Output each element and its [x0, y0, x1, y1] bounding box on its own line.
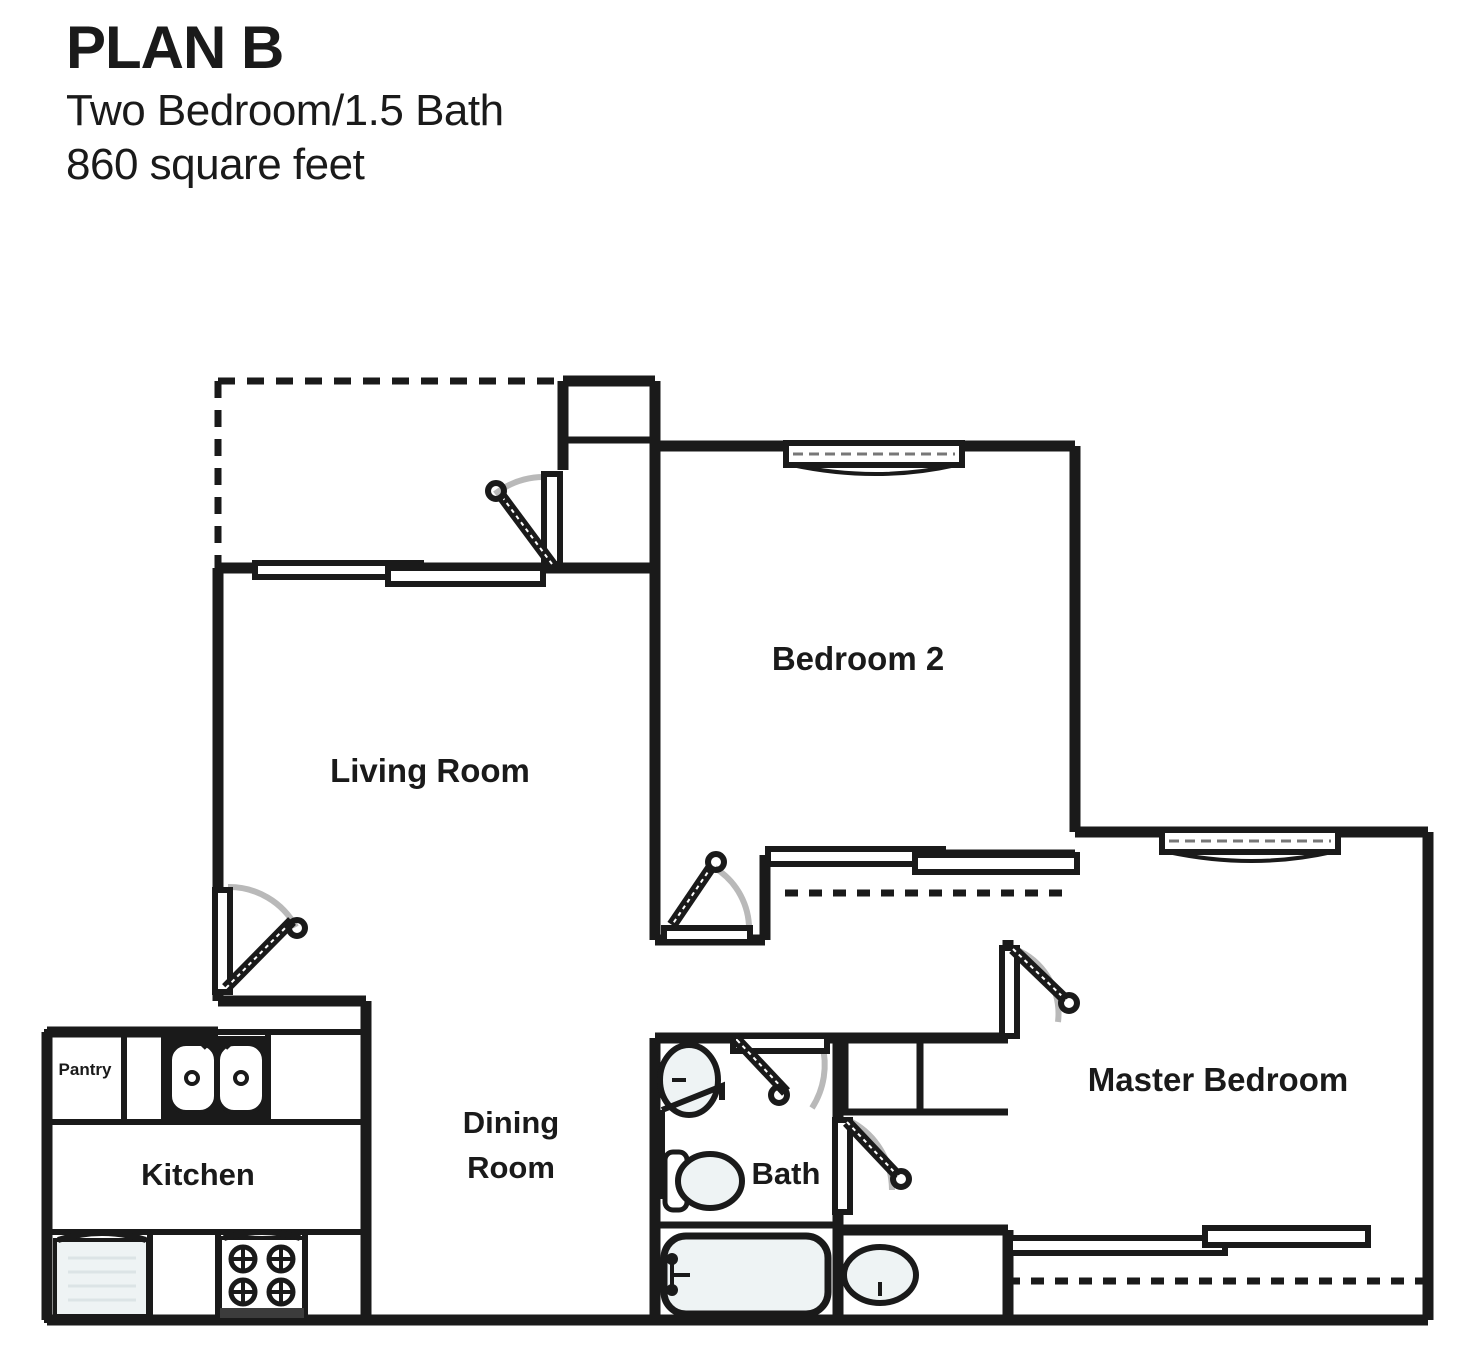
four-burner-range-icon: [218, 1229, 306, 1320]
master-bedroom-closet: [1007, 1225, 1428, 1285]
bath-label: Bath: [752, 1156, 821, 1191]
plan-header: PLAN B Two Bedroom/1.5 Bath 860 square f…: [66, 18, 766, 191]
master-bedroom-window: [1159, 827, 1341, 863]
living-room-label: Living Room: [330, 752, 530, 789]
dining-room-label-line2: Room: [467, 1150, 555, 1185]
bath-door-master[interactable]: [832, 1117, 912, 1215]
dining-room-label-line1: Dining: [463, 1105, 559, 1140]
sliding-glass-door[interactable]: [252, 560, 546, 587]
bedroom-2-label: Bedroom 2: [772, 640, 944, 677]
bedroom-2-door[interactable]: [661, 851, 753, 945]
toilet-icon: [659, 1081, 745, 1213]
refrigerator-icon: [53, 1230, 150, 1318]
bedroom-2-closet: [765, 846, 1080, 897]
page-title: PLAN B: [66, 14, 284, 81]
bath-door-hall[interactable]: [730, 1033, 830, 1110]
pantry-label: Pantry: [59, 1060, 112, 1079]
oval-sink-icon: [657, 1042, 721, 1118]
interior-partitions: [563, 436, 1008, 1229]
kitchen-door[interactable]: [212, 883, 308, 995]
plan-square-feet: 860 square feet: [66, 139, 365, 189]
master-bedroom-label: Master Bedroom: [1088, 1061, 1348, 1098]
plan-bedrooms-baths: Two Bedroom/1.5 Bath: [66, 86, 504, 135]
bedroom-2-window: [783, 440, 965, 476]
kitchen-label: Kitchen: [141, 1157, 255, 1192]
bathtub-icon: [660, 1232, 832, 1318]
master-bedroom-door[interactable]: [999, 945, 1080, 1039]
double-basin-sink-icon: [164, 1036, 268, 1120]
entry-door[interactable]: [485, 471, 563, 568]
patio-balcony-outline: [214, 377, 563, 568]
half-bath-oval-sink-icon: [841, 1244, 919, 1306]
